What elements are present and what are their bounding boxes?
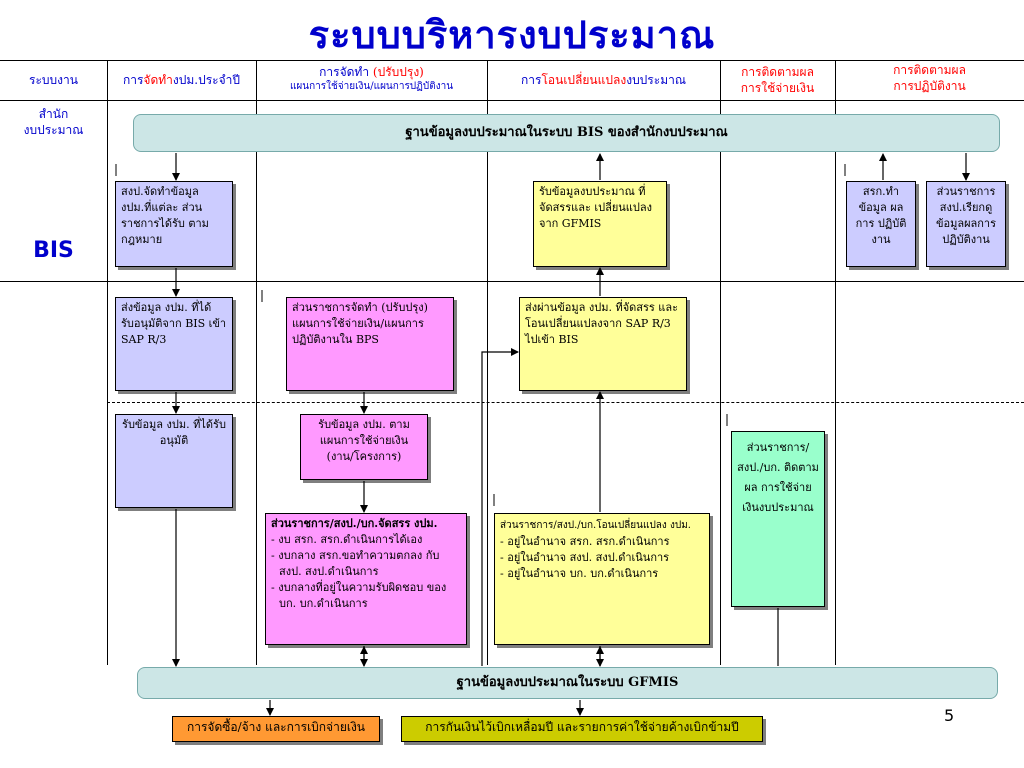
gfmis-database-band: ฐานข้อมูลงบประมาณในระบบ GFMIS	[137, 667, 998, 699]
header-budget-prep-red: จัดทำ	[143, 73, 173, 87]
header-budget-prep: การจัดทำงปม.ประจำปี	[107, 72, 256, 88]
page-number: 5	[944, 706, 955, 725]
box-allocate-budget: ส่วนราชการ/สงป./บก.จัดสรร งปม. - งบ สรก.…	[265, 513, 467, 645]
header-spending-tracking-1: การติดตามผล	[741, 65, 814, 79]
header-spending-plan-sub: แผนการใช้จ่ายเงิน/แผนการปฏิบัติงาน	[289, 81, 454, 92]
grid-col-2	[256, 60, 257, 665]
box-sap-to-bis: ส่งผ่านข้อมูล งปม. ที่จัดสรร และโอนเปลี่…	[519, 297, 687, 391]
grid-col-5	[835, 60, 836, 665]
row-label-office-1: สำนัก	[38, 107, 69, 121]
header-budget-prep-post: งปม.ประจำปี	[172, 73, 241, 87]
transfer-budget-item: - อยู่ในอำนาจ สงป. สงป.ดำเนินการ	[500, 551, 670, 564]
page-title: ระบบบริหารงบประมาณ	[308, 13, 716, 57]
header-spending-tracking-2: การใช้จ่ายเงิน	[740, 81, 815, 95]
box-bps-plan: ส่วนราชการจัดทำ (ปรับปรุง) แผนการใช้จ่าย…	[286, 297, 454, 391]
transfer-budget-item: - อยู่ในอำนาจ สรก. สรก.ดำเนินการ	[500, 535, 670, 548]
row-label-office-2: งบประมาณ	[23, 123, 84, 137]
header-budget-transfer: การโอนเปลี่ยนแปลงงบประมาณ	[487, 72, 720, 88]
grid-bis-line	[0, 281, 1024, 282]
header-performance-tracking-2: การปฏิบัติงาน	[893, 79, 966, 93]
bis-database-band: ฐานข้อมูลงบประมาณในระบบ BIS ของสำนักงบปร…	[133, 114, 1000, 152]
header-system: ระบบงาน	[29, 73, 78, 87]
box-receive-approved: รับข้อมูล งปม. ที่ได้รับอนุมัติ	[115, 414, 233, 508]
header-performance-tracking: การติดตามผล การปฏิบัติงาน	[835, 62, 1024, 94]
allocate-budget-item: - งบ สรก. สรก.ดำเนินการได้เอง	[271, 533, 423, 546]
box-send-to-sap: ส่งข้อมูล งปม. ที่ได้ รับอนุมัติจาก BIS …	[115, 297, 233, 391]
grid-header-line	[0, 100, 1024, 101]
header-transfer-red: โอนเปลี่ยนแปลง	[541, 73, 627, 87]
row-label-budget-office: สำนัก งบประมาณ	[0, 106, 107, 138]
transfer-budget-head: ส่วนราชการ/สงป./บก.โอนเปลี่ยนแปลง งปม.	[500, 520, 691, 531]
box-view-performance-data: ส่วนราชการ สงป.เรียกดู ข้อมูลผลการ ปฏิบั…	[926, 181, 1006, 267]
header-spending-plan: การจัดทำ (ปรับปรุง) แผนการใช้จ่ายเงิน/แผ…	[256, 64, 487, 93]
allocate-budget-item: - งบกลาง สรก.ขอทำความตกลง กับ สงป. สงป.ด…	[271, 549, 440, 578]
box-carry-over-funds: การกันเงินไว้เบิกเหลื่อมปี และรายการค่าใ…	[401, 716, 763, 742]
grid-col-4	[720, 60, 721, 665]
allocate-budget-head: ส่วนราชการ/สงป./บก.จัดสรร งปม.	[271, 517, 438, 530]
transfer-budget-item: - อยู่ในอำนาจ บก. บก.ดำเนินการ	[500, 567, 659, 580]
box-spending-tracking: ส่วนราชการ/ สงป./บก. ติดตามผล การใช้จ่าย…	[731, 431, 825, 607]
allocate-budget-item: - งบกลางที่อยู่ในความรับผิดชอบ ของ บก. บ…	[271, 581, 447, 610]
box-agency-performance-data: สรก.ทำ ข้อมูล ผลการ ปฏิบัติงาน	[846, 181, 916, 267]
header-performance-tracking-1: การติดตามผล	[893, 63, 966, 77]
header-spending-plan-pre: การจัดทำ	[319, 65, 373, 79]
header-transfer-pre: การ	[521, 73, 542, 87]
header-spending-plan-red: (ปรับปรุง)	[372, 65, 424, 79]
grid-top-line	[0, 60, 1024, 61]
grid-dashed-line	[107, 402, 1024, 403]
row-label-bis: BIS	[33, 238, 74, 263]
header-budget-prep-pre: การ	[122, 73, 144, 87]
box-receive-plan-data: รับข้อมูล งปม. ตาม แผนการใช้จ่ายเงิน (งา…	[300, 414, 428, 480]
header-transfer-post: งบประมาณ	[626, 73, 686, 87]
grid-col-1	[107, 60, 108, 665]
header-spending-tracking: การติดตามผล การใช้จ่ายเงิน	[720, 64, 835, 96]
box-receive-gfmis-data: รับข้อมูลงบประมาณ ที่จัดสรรและ เปลี่ยนแป…	[533, 181, 667, 267]
box-transfer-budget: ส่วนราชการ/สงป./บก.โอนเปลี่ยนแปลง งปม. -…	[494, 513, 710, 645]
box-prepare-budget-data: สงป.จัดทำข้อมูล งปม.ที่แต่ละ ส่วนราชการไ…	[115, 181, 233, 267]
box-procurement-disbursement: การจัดซื้อ/จ้าง และการเบิกจ่ายเงิน	[172, 716, 380, 742]
